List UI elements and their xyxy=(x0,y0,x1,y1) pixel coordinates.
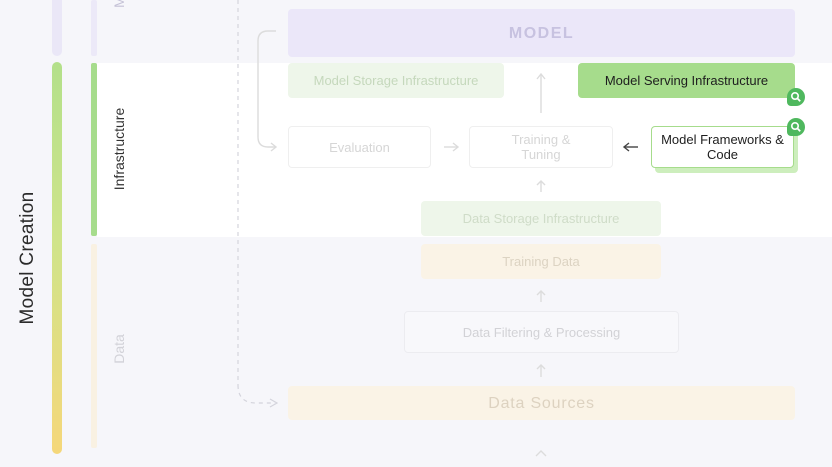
data-filtering-node[interactable]: Data Filtering & Processing xyxy=(404,311,679,353)
feedback-arrowhead xyxy=(270,142,278,152)
model-serving-node[interactable]: Model Serving Infrastructure xyxy=(578,63,795,98)
model-frameworks-node[interactable]: Model Frameworks & Code xyxy=(651,126,794,168)
training-data-node[interactable]: Training Data xyxy=(421,244,661,279)
search-icon-glyph xyxy=(790,121,801,132)
model-layer-rail xyxy=(52,0,62,56)
arrowhead-sources-filter xyxy=(536,364,546,370)
arrowhead-bottom xyxy=(535,450,547,457)
evaluation-node[interactable]: Evaluation xyxy=(288,126,431,168)
search-icon[interactable] xyxy=(787,88,805,106)
search-icon-glyph xyxy=(790,91,801,102)
arrowhead-training-model xyxy=(536,72,546,80)
dashed-arrowhead xyxy=(269,398,279,408)
search-icon[interactable] xyxy=(787,118,805,136)
model-storage-node[interactable]: Model Storage Infrastructure xyxy=(288,63,504,98)
data-sources-node[interactable]: Data Sources xyxy=(288,386,795,420)
infrastructure-layer-bar xyxy=(91,63,97,236)
model-creation-rail xyxy=(52,62,62,454)
arrowhead-datastore-training xyxy=(536,180,546,186)
arrowhead-frameworks-training xyxy=(622,142,630,152)
training-tuning-node[interactable]: Training & Tuning xyxy=(469,126,613,168)
model-layer-bar xyxy=(91,0,97,56)
arrowhead-filter-trainingdata xyxy=(536,290,546,296)
model-node[interactable]: MODEL xyxy=(288,9,795,57)
feedback-bracket xyxy=(257,30,276,148)
data-storage-node[interactable]: Data Storage Infrastructure xyxy=(421,201,661,236)
data-layer-bar xyxy=(91,244,97,448)
arrowhead-eval-training xyxy=(452,142,460,152)
dashed-connector-curve xyxy=(237,384,275,404)
